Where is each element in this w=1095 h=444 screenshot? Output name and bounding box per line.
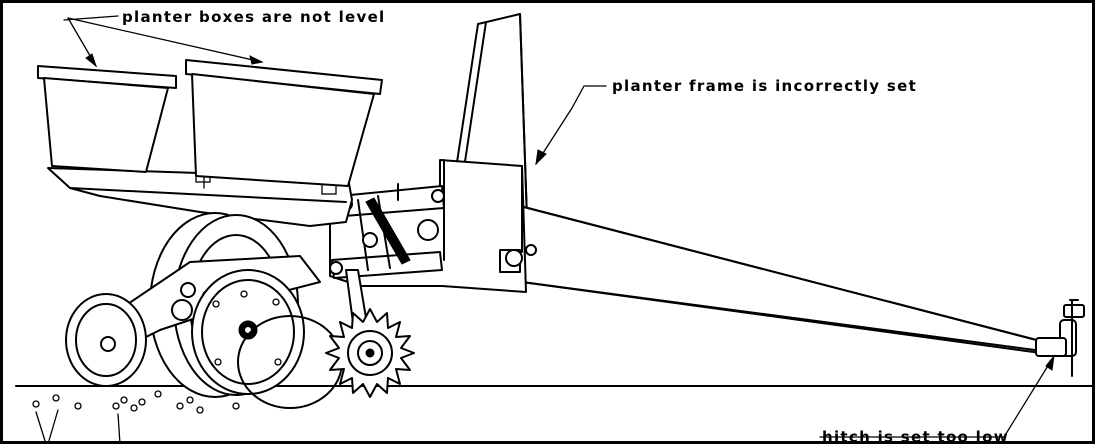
label-boxes: planter boxes are not level: [122, 8, 385, 26]
hitch-clevis: [1035, 299, 1085, 377]
press-wheel: [65, 293, 147, 387]
seeds: [32, 390, 240, 414]
spiked-wheel: [325, 308, 415, 398]
leader-frame: [535, 85, 607, 166]
hopper-trough: [47, 167, 353, 227]
label-frame: planter frame is incorrectly set: [612, 77, 917, 95]
depth-wheel: [191, 269, 305, 395]
planter-box-right: [185, 59, 383, 189]
leader-boxes: [63, 15, 264, 68]
leader-hitch: [819, 354, 1055, 438]
label-hitch: hitch is set too low: [822, 428, 1009, 444]
tongue-arm: [519, 205, 1053, 355]
leader-seeds: [35, 409, 121, 444]
planter-box-left: [37, 65, 177, 173]
